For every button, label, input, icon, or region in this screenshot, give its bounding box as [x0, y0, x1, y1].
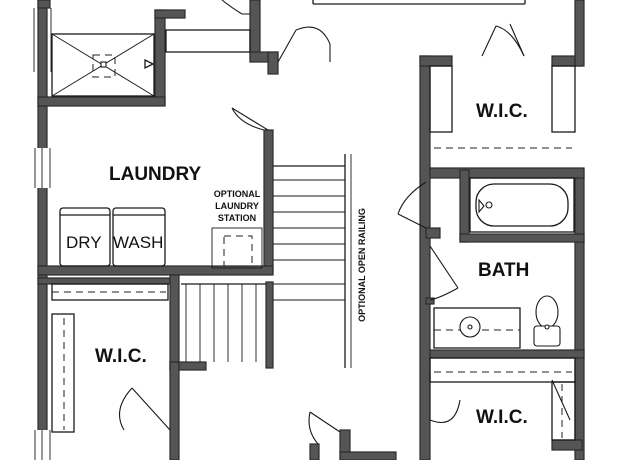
dryer-label: DRY — [66, 233, 102, 252]
stairs-upper — [273, 154, 352, 368]
stairs-lower — [181, 283, 345, 362]
note-open-railing: OPTIONAL OPEN RAILING — [357, 208, 367, 322]
closet-shelves — [51, 65, 576, 441]
bathtub — [469, 177, 575, 233]
door-top-small — [221, 0, 250, 15]
toilet — [533, 295, 561, 347]
washer-label: WASH — [113, 233, 163, 252]
room-label-wic-left: W.I.C. — [95, 346, 147, 367]
window-laundry — [34, 148, 51, 188]
doors — [118, 23, 571, 445]
room-label-laundry: LAUNDRY — [109, 164, 202, 185]
walls — [37, 0, 585, 460]
upper-landing-edge — [165, 29, 251, 53]
shower — [51, 33, 155, 97]
note-laundry-station-line-3: STATION — [218, 213, 256, 223]
vanity-sink — [433, 307, 521, 349]
washer: WASH — [112, 207, 166, 267]
note-laundry-station-line-2: LAUNDRY — [215, 201, 259, 211]
room-label-bath: BATH — [478, 260, 529, 281]
windows — [33, 8, 52, 460]
optional-laundry-station — [211, 227, 263, 269]
window-top-left — [33, 8, 52, 72]
room-label-wic-top-right: W.I.C. — [476, 101, 528, 122]
note-laundry-station: OPTIONAL LAUNDRY STATION — [214, 189, 261, 223]
dryer: DRY — [59, 207, 111, 267]
note-laundry-station-line-1: OPTIONAL — [214, 189, 261, 199]
window-bottom-left — [34, 430, 51, 460]
room-label-wic-bottom-right: W.I.C. — [476, 407, 528, 428]
